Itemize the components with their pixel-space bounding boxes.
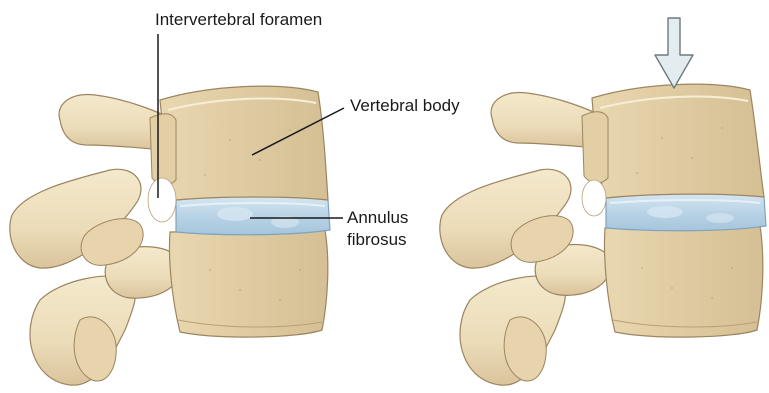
intervertebral-foramen-label: Intervertebral foramen bbox=[155, 9, 322, 31]
vertebral-body-label: Vertebral body bbox=[350, 95, 460, 117]
annulus-fibrosus-label-line2: fibrosus bbox=[347, 229, 407, 251]
left-vertebrae bbox=[10, 86, 330, 385]
down-arrow-icon bbox=[655, 18, 693, 88]
right-vertebrae bbox=[440, 84, 766, 385]
right-lower-vertebral-body bbox=[604, 226, 762, 337]
left-upper-vertebral-body bbox=[160, 86, 328, 200]
left-intervertebral-foramen bbox=[148, 178, 176, 222]
right-upper-vertebral-body bbox=[592, 84, 764, 198]
left-lower-vertebral-body bbox=[169, 230, 327, 337]
annulus-fibrosus-label-line1: Annulus bbox=[347, 207, 408, 229]
